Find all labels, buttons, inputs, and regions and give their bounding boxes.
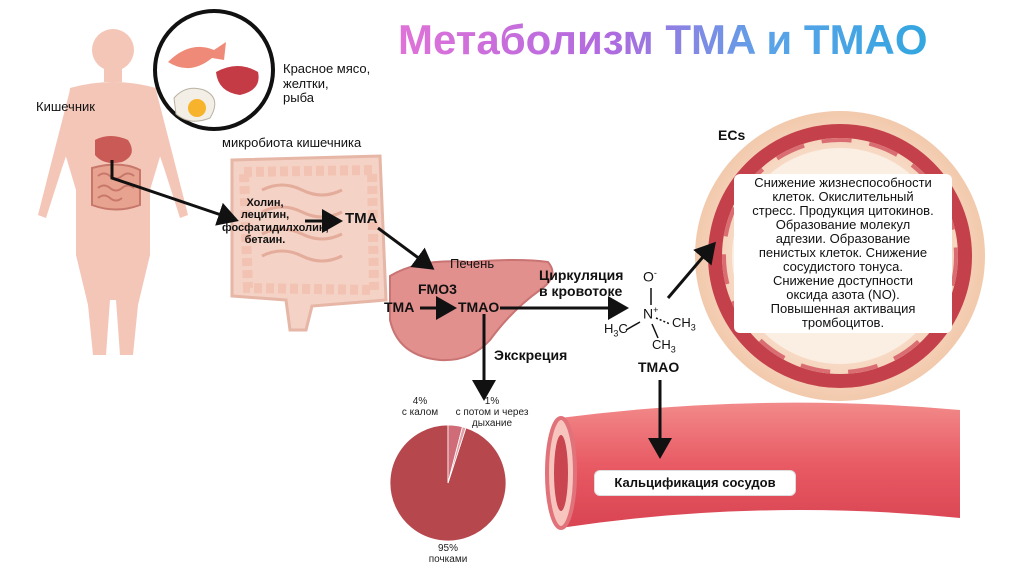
tmao-molecule-label: TMAO bbox=[638, 359, 680, 375]
pie-slice-sweat bbox=[447, 426, 467, 484]
food-label-line: желтки, bbox=[283, 75, 329, 91]
tma-gut-label: TMA bbox=[345, 210, 378, 227]
c-symbol: C bbox=[618, 321, 628, 336]
food-label-line: рыба bbox=[283, 90, 314, 106]
effects-box: Снижение жизнеспособности клеток. Окисли… bbox=[734, 174, 952, 334]
excretion-pie-chart bbox=[389, 424, 507, 542]
effects-line: тромбоцитов. bbox=[801, 315, 885, 331]
tma-liver-label: TMA bbox=[384, 299, 415, 315]
molecule-ch3-bottom: CH3 bbox=[652, 337, 676, 355]
arrows bbox=[110, 160, 716, 459]
intestine-label: Кишечник bbox=[36, 99, 95, 114]
arrow-intestine-to-precursors bbox=[110, 160, 239, 226]
circulation-line: в кровотоке bbox=[539, 282, 623, 299]
food-label-line: Красное мясо, bbox=[283, 61, 371, 76]
precursors-label: Холин, лецитин, фосфатидилхолин, бетаин. bbox=[222, 197, 329, 246]
precursor-line: бетаин. bbox=[244, 233, 286, 246]
circulation-label: Циркуляция в кровотоке bbox=[539, 267, 624, 299]
pie-label-kidney: 95% почками bbox=[418, 543, 478, 565]
effects-line: Повышенная активация bbox=[770, 301, 916, 317]
molecule-ch3-right: CH3 bbox=[672, 315, 696, 333]
effects-line: пенистых клеток. Снижение bbox=[758, 245, 928, 261]
pie-caption-sweat: дыхание bbox=[471, 418, 513, 430]
pie-caption-feces: с калом bbox=[401, 407, 439, 419]
excretion-label: Экскреция bbox=[494, 347, 568, 363]
ch-symbol: CH bbox=[672, 315, 691, 330]
food-label: Красное мясо, желтки, рыба bbox=[283, 61, 371, 106]
meat-icon bbox=[216, 66, 259, 95]
effects-line: оксида азота (NO). bbox=[786, 287, 900, 303]
subscript-3: 3 bbox=[690, 322, 696, 333]
oxygen-symbol: O bbox=[643, 268, 654, 285]
nitrogen-symbol: N bbox=[643, 305, 654, 322]
arrow-tmao-to-ecs bbox=[666, 241, 716, 299]
pie-caption-sweat: с потом и через bbox=[455, 407, 529, 419]
effects-line: адгезии. Образование bbox=[775, 231, 911, 247]
molecule-oxygen: O- bbox=[643, 268, 657, 285]
fish-icon bbox=[168, 42, 226, 69]
microbiota-label: микробиота кишечника bbox=[222, 135, 362, 150]
nitrogen-charge: + bbox=[653, 305, 659, 315]
subscript-3: 3 bbox=[613, 328, 619, 339]
subscript-3: 3 bbox=[670, 344, 676, 355]
effects-line: стресс. Продукция цитокинов. bbox=[752, 203, 934, 219]
calcification-label: Кальцификация сосудов bbox=[594, 470, 796, 496]
pie-value-sweat: 1% bbox=[484, 396, 500, 407]
large-intestine-icon bbox=[230, 154, 388, 332]
fmo3-label: FMO3 bbox=[418, 281, 457, 297]
liver-label: Печень bbox=[450, 256, 495, 271]
tmao-liver-label: TMAO bbox=[458, 299, 500, 315]
effects-line: сосудистого тонуса. bbox=[782, 259, 904, 275]
pie-label-sweat: 1% с потом и через дыхание bbox=[454, 396, 530, 430]
human-body-silhouette bbox=[38, 29, 188, 355]
precursor-line: Холин, bbox=[246, 197, 284, 209]
precursor-line: фосфатидилхолин, bbox=[222, 221, 329, 234]
effects-line: Образование молекул bbox=[775, 217, 911, 233]
effects-line: Снижение доступности bbox=[772, 273, 914, 289]
stomach-intestine-icon bbox=[91, 136, 141, 211]
page-title: Метаболизм TMA и TMAO bbox=[398, 16, 928, 63]
oxygen-charge: - bbox=[653, 268, 657, 278]
molecule-bonds bbox=[625, 288, 671, 339]
liver-icon bbox=[389, 259, 554, 362]
molecule-h3c: H3C bbox=[604, 321, 628, 339]
yolk-icon bbox=[188, 99, 206, 117]
h-symbol: H bbox=[604, 321, 614, 336]
molecule-nitrogen: N+ bbox=[643, 305, 658, 322]
food-circle bbox=[153, 9, 275, 131]
effects-line: Снижение жизнеспособности bbox=[754, 175, 932, 190]
blood-vessel-icon bbox=[545, 402, 960, 530]
ecs-label: ECs bbox=[718, 127, 746, 143]
pie-label-feces: 4% с калом bbox=[392, 396, 448, 418]
pie-caption-kidney: почками bbox=[428, 554, 468, 566]
ch-symbol: CH bbox=[652, 337, 671, 352]
effects-text: Снижение жизнеспособности клеток. Окисли… bbox=[734, 175, 952, 331]
circulation-line: Циркуляция bbox=[539, 267, 624, 283]
pie-value-feces: 4% bbox=[412, 396, 428, 407]
pie-value-kidney: 95% bbox=[437, 543, 458, 554]
arrow-tma-to-liver bbox=[377, 226, 435, 270]
effects-line: клеток. Окислительный bbox=[772, 189, 914, 205]
precursor-line: лецитин, bbox=[240, 209, 290, 222]
